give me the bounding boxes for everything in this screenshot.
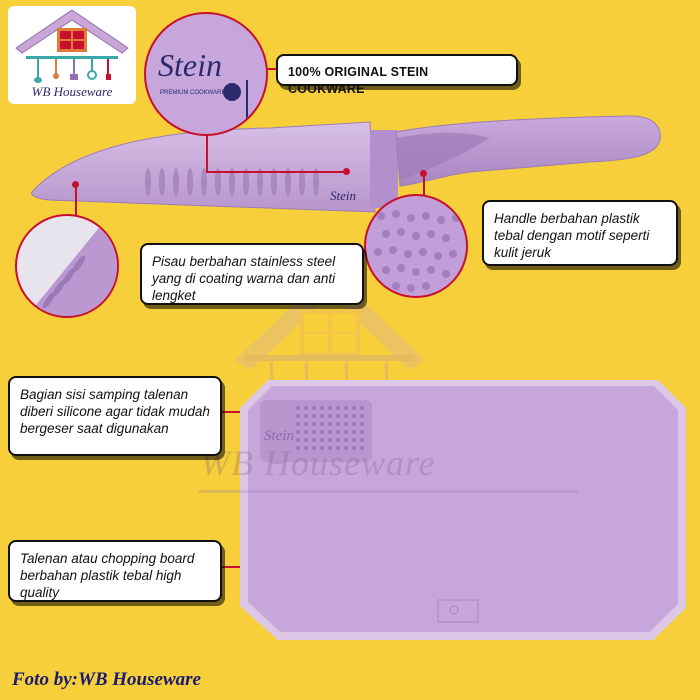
leader-line-original <box>206 100 208 172</box>
knife-brand-script: Stein <box>330 188 356 203</box>
leader-line-silicone <box>222 411 242 413</box>
zoom-circle-handle <box>364 194 468 298</box>
zoom-handle-texture <box>374 210 460 292</box>
zoom-blade-content <box>27 224 117 316</box>
callout-original: 100% ORIGINAL STEIN COOKWARE <box>276 54 518 96</box>
svg-text:Stein: Stein <box>158 47 222 83</box>
zoom-logo-content: Stein PREMIUM COOKWARE <box>158 47 248 120</box>
watermark-rule <box>198 490 578 493</box>
board-brand-script: Stein <box>264 428 294 444</box>
photo-credit: Foto by:WB Houseware <box>12 669 201 690</box>
zoom-circle-logo: Stein PREMIUM COOKWARE <box>144 12 268 136</box>
marker-dot-logo <box>343 168 350 175</box>
watermark-text: WB Houseware <box>200 443 436 483</box>
leader-line-original-callout <box>263 68 279 70</box>
cutting-board-illustration: Stein <box>240 380 686 640</box>
zoom-circle-blade <box>15 214 119 318</box>
brand-logo: WB Houseware <box>8 6 136 104</box>
brand-name: WB Houseware <box>31 84 113 99</box>
leader-line-handle <box>423 173 425 199</box>
callout-handle: Handle berbahan plastik tebal dengan mot… <box>482 200 678 266</box>
callout-silicone: Bagian sisi samping talenan diberi silic… <box>8 376 222 456</box>
callout-board: Talenan atau chopping board berbahan pla… <box>8 540 222 602</box>
leader-line-original-h <box>206 171 346 173</box>
santoku-knife-illustration: Stein <box>31 115 661 213</box>
callout-blade: Pisau berbahan stainless steel yang di c… <box>140 243 364 305</box>
leader-line-blade <box>75 184 77 218</box>
svg-text:PREMIUM COOKWARE: PREMIUM COOKWARE <box>160 90 225 96</box>
house-kitchen-utensils-icon <box>15 9 129 83</box>
